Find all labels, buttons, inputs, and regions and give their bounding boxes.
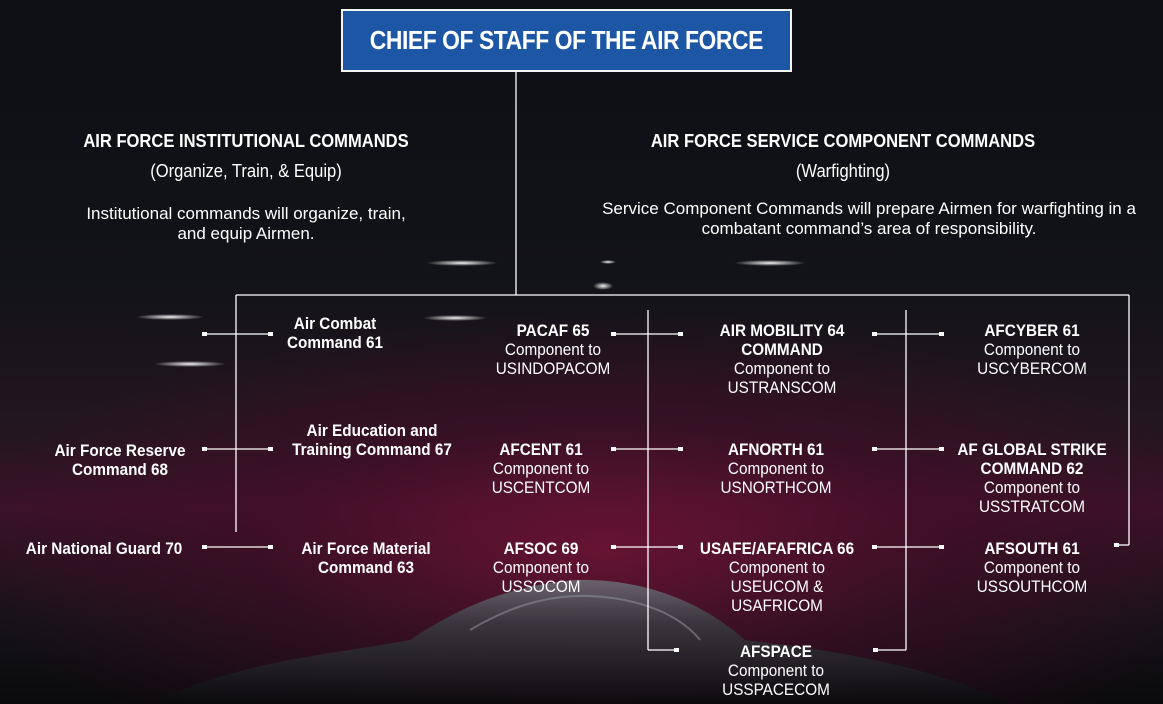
node-afsouth: AFSOUTH 61 Component to USSOUTHCOM <box>962 539 1102 596</box>
node-afcyber: AFCYBER 61 Component to USCYBERCOM <box>962 321 1102 378</box>
institutional-description: Institutional commands will organize, tr… <box>86 204 406 243</box>
node-name: AFSOC 69 <box>503 539 579 558</box>
node-component: Component to USSTRATCOM <box>979 478 1085 516</box>
node-afmc: Air Force Material Command 63 <box>276 539 456 577</box>
node-name: AFSPACE <box>740 642 812 661</box>
node-name: Air Force Material Command 63 <box>301 539 431 577</box>
aircraft-silhouette <box>150 579 1010 704</box>
node-component: Component to USTRANSCOM <box>727 359 837 397</box>
node-name: Air Education and Training Command 67 <box>292 421 452 459</box>
node-component: Component to USCYBERCOM <box>977 340 1087 378</box>
node-afrc: Air Force Reserve Command 68 <box>34 441 206 479</box>
node-air-combat-command: Air Combat Command 61 <box>270 314 400 352</box>
node-name: AFCENT 61 <box>499 440 583 459</box>
node-component: Component to USEUCOM & USAFRICOM <box>728 558 826 615</box>
service-subheading: (Warfighting) <box>795 161 891 181</box>
chief-of-staff-title: CHIEF OF STAFF OF THE AIR FORCE <box>369 25 764 55</box>
service-heading: AIR FORCE SERVICE COMPONENT COMMANDS <box>650 131 1036 151</box>
node-name: Air National Guard 70 <box>25 539 183 558</box>
node-afspace: AFSPACE Component to USSPACECOM <box>708 642 844 699</box>
node-name: AFCYBER 61 <box>984 321 1080 340</box>
institutional-heading: AIR FORCE INSTITUTIONAL COMMANDS <box>83 131 409 151</box>
node-name: AFSOUTH 61 <box>984 539 1080 558</box>
node-usafe-afafrica: USAFE/AFAFRICA 66 Component to USEUCOM &… <box>686 539 868 615</box>
node-name: Air Combat Command 61 <box>286 314 384 352</box>
distant-aircraft-lights <box>136 260 806 367</box>
node-pacaf: PACAF 65 Component to USINDOPACOM <box>486 321 620 378</box>
node-component: Component to USNORTHCOM <box>720 459 832 497</box>
node-air-mobility-command: AIR MOBILITY 64 COMMAND Component to UST… <box>694 321 870 397</box>
node-afsoc: AFSOC 69 Component to USSOCOM <box>486 539 596 596</box>
node-af-global-strike: AF GLOBAL STRIKE COMMAND 62 Component to… <box>946 440 1118 516</box>
node-component: Component to USSOCOM <box>492 558 590 596</box>
node-name: AF GLOBAL STRIKE COMMAND 62 <box>957 440 1107 478</box>
node-name: Air Force Reserve Command 68 <box>54 441 186 479</box>
chief-of-staff-box: CHIEF OF STAFF OF THE AIR FORCE <box>341 9 792 72</box>
node-component: Component to USINDOPACOM <box>495 340 611 378</box>
node-afnorth: AFNORTH 61 Component to USNORTHCOM <box>710 440 842 497</box>
institutional-subheading: (Organize, Train, & Equip) <box>150 161 342 181</box>
node-name: PACAF 65 <box>516 321 590 340</box>
node-ang: Air National Guard 70 <box>4 539 204 558</box>
node-afcent: AFCENT 61 Component to USCENTCOM <box>486 440 596 497</box>
node-name: AFNORTH 61 <box>727 440 825 459</box>
node-aetc: Air Education and Training Command 67 <box>272 421 472 459</box>
node-component: Component to USCENTCOM <box>491 459 591 497</box>
node-component: Component to USSOUTHCOM <box>976 558 1088 596</box>
node-name: AIR MOBILITY 64 COMMAND <box>719 321 845 359</box>
service-description: Service Component Commands will prepare … <box>602 199 1136 238</box>
node-component: Component to USSPACECOM <box>722 661 830 699</box>
node-name: USAFE/AFAFRICA 66 <box>699 539 855 558</box>
